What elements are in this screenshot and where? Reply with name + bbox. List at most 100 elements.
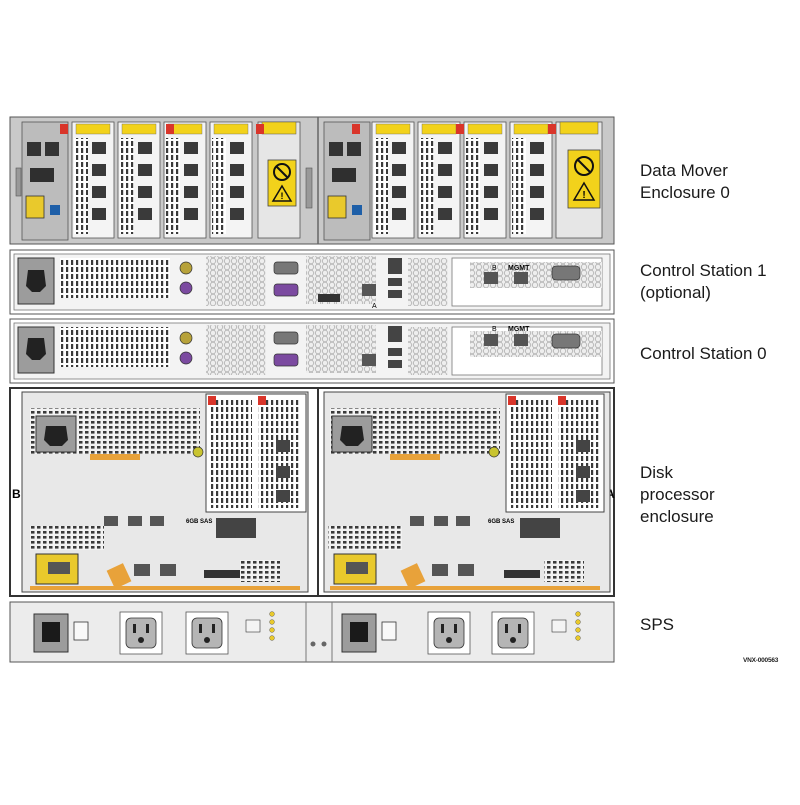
sps-outlet[interactable]	[119, 611, 163, 655]
disk-processor-enclosure: B A 6GB SAS	[9, 387, 615, 597]
network-port[interactable]	[438, 142, 452, 154]
network-port[interactable]	[92, 164, 106, 176]
port-a-label: A	[372, 303, 377, 310]
usb-port[interactable]	[388, 348, 402, 356]
network-port[interactable]	[184, 164, 198, 176]
io-module[interactable]	[463, 121, 507, 239]
network-port[interactable]	[230, 186, 244, 198]
mgmt-port[interactable]	[484, 272, 498, 284]
network-port[interactable]	[138, 186, 152, 198]
serial-port[interactable]	[273, 261, 299, 275]
usb-port[interactable]	[388, 326, 402, 342]
label-disk-processor-enclosure: Disk processor enclosure	[640, 463, 715, 526]
power-switch[interactable]	[381, 621, 397, 641]
label-data-mover-enclosure: Data Mover Enclosure 0	[640, 161, 730, 202]
network-port[interactable]	[392, 142, 406, 154]
io-module[interactable]	[417, 121, 461, 239]
network-port[interactable]	[184, 208, 198, 220]
svg-text:!: !	[281, 191, 284, 201]
mgmt-port[interactable]	[514, 334, 528, 346]
port-b-label: B	[492, 265, 497, 272]
io-modules	[71, 121, 553, 239]
vga-port[interactable]	[551, 333, 581, 349]
mgmt-port[interactable]	[484, 334, 498, 346]
network-port[interactable]	[484, 208, 498, 220]
io-module[interactable]	[509, 121, 553, 239]
control-station-0: B MGMT	[9, 318, 615, 384]
side-b-label: B	[12, 487, 21, 501]
vga-port[interactable]	[273, 283, 299, 297]
label-sps: SPS	[640, 615, 675, 634]
io-module[interactable]	[209, 121, 253, 239]
usb-port[interactable]	[388, 290, 402, 298]
warning-triangle-icon	[572, 181, 596, 201]
data-mover-blade-left	[15, 121, 69, 241]
io-module[interactable]	[163, 121, 207, 239]
network-port[interactable]	[530, 208, 544, 220]
sps-outlet[interactable]	[185, 611, 229, 655]
usb-port[interactable]	[388, 258, 402, 274]
network-port[interactable]	[392, 164, 406, 176]
serial-port-yellow[interactable]	[327, 195, 347, 219]
network-port[interactable]	[484, 186, 498, 198]
figure-id: VNX-000563	[743, 657, 779, 664]
sas-label: 6GB SAS	[186, 519, 212, 525]
sps-status-leds	[245, 611, 275, 641]
network-port[interactable]	[138, 142, 152, 154]
svg-text:!: !	[582, 190, 585, 201]
network-port[interactable]	[392, 208, 406, 220]
storage-processor-b: 6GB SAS	[21, 391, 309, 593]
label-control-station-0: Control Station 0	[640, 344, 767, 363]
network-port[interactable]	[184, 186, 198, 198]
label-control-station-1: Control Station 1 (optional)	[640, 261, 767, 302]
mgmt-port[interactable]	[514, 272, 528, 284]
network-port[interactable]	[530, 142, 544, 154]
network-port[interactable]	[530, 186, 544, 198]
power-inlet[interactable]	[17, 257, 55, 305]
network-port[interactable]	[438, 186, 452, 198]
network-port[interactable]	[530, 164, 544, 176]
red-tabs	[60, 124, 556, 134]
mgmt-label: MGMT	[508, 265, 530, 272]
network-port[interactable]	[138, 164, 152, 176]
port-b-label: B	[492, 326, 497, 333]
network-port[interactable]	[392, 186, 406, 198]
no-entry-icon	[273, 163, 291, 181]
usb-port[interactable]	[388, 278, 402, 286]
network-port[interactable]	[92, 142, 106, 154]
control-station-1: A B MGMT	[9, 249, 615, 315]
serial-port-yellow[interactable]	[25, 195, 45, 219]
warning-blank-left: !	[257, 121, 301, 239]
network-port[interactable]	[438, 164, 452, 176]
no-entry-icon	[574, 156, 594, 176]
usb-port[interactable]	[388, 360, 402, 368]
network-port[interactable]	[92, 186, 106, 198]
network-port[interactable]	[230, 208, 244, 220]
serial-port[interactable]	[273, 331, 299, 345]
standby-power-supply	[9, 601, 615, 663]
warning-blank-right: !	[555, 121, 603, 239]
io-module[interactable]	[71, 121, 115, 239]
sps-power-inlet[interactable]	[341, 613, 377, 653]
network-port[interactable]	[230, 142, 244, 154]
network-port[interactable]	[484, 164, 498, 176]
network-port[interactable]	[484, 142, 498, 154]
storage-processor-a: 6GB SAS	[323, 391, 611, 593]
sps-power-inlet[interactable]	[33, 613, 69, 653]
warning-triangle-icon	[271, 184, 293, 202]
io-module[interactable]	[117, 121, 161, 239]
network-port[interactable]	[230, 164, 244, 176]
network-port[interactable]	[184, 142, 198, 154]
network-port[interactable]	[138, 208, 152, 220]
network-port[interactable]	[438, 208, 452, 220]
network-port[interactable]	[92, 208, 106, 220]
io-module[interactable]	[371, 121, 415, 239]
sps-outlet[interactable]	[427, 611, 471, 655]
sps-outlets	[33, 611, 581, 655]
sps-outlet[interactable]	[491, 611, 535, 655]
vga-port[interactable]	[551, 265, 581, 281]
power-switch[interactable]	[73, 621, 89, 641]
vga-port[interactable]	[273, 353, 299, 367]
